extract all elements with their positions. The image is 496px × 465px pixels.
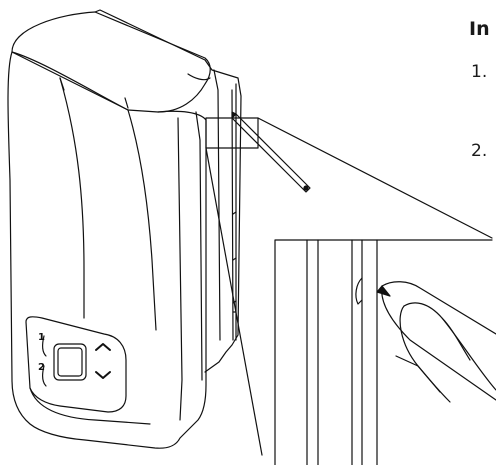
control-panel [25, 316, 127, 413]
step-number-2: 2. [471, 141, 488, 161]
pencil-large [381, 281, 496, 335]
latch-notch [355, 277, 363, 305]
display-window [53, 343, 87, 381]
device-front-crease-right [127, 109, 157, 331]
device-side-edge [213, 69, 221, 341]
step-number-1: 1. [471, 62, 488, 82]
zoom-line-top [257, 117, 493, 239]
device-top [11, 11, 211, 113]
arrow-down-icon [95, 371, 111, 379]
detail-marker-box [205, 117, 259, 149]
button-label-2: 2 [38, 362, 45, 373]
device-front-right-edge [177, 117, 183, 421]
button-label-1: 1 [38, 332, 45, 343]
section-heading: In [469, 18, 490, 40]
pencil-tip [376, 285, 391, 297]
device-front [7, 51, 207, 449]
device-front-crease-left [59, 77, 85, 319]
pencil-small [231, 113, 311, 193]
zoom-line-bottom [205, 147, 263, 456]
zoom-frame [274, 239, 493, 465]
arrow-up-icon [95, 343, 111, 351]
